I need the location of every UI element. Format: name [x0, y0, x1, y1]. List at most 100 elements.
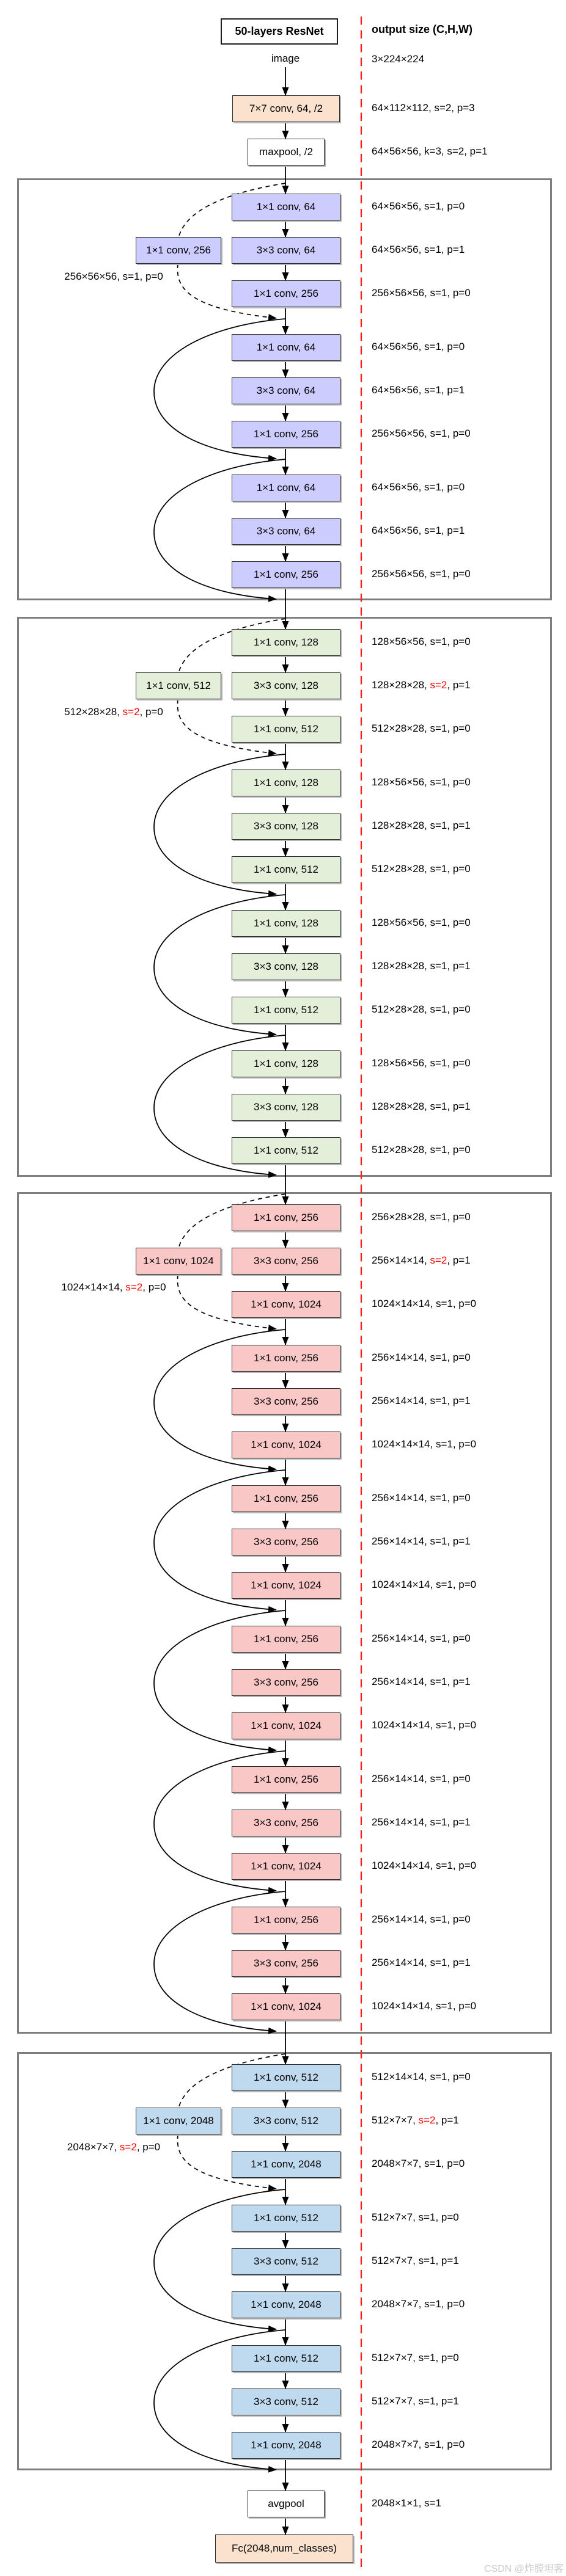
shortcut-identity	[153, 1329, 286, 1472]
shortcut-annotation: 1024×14×14, s=2, p=0	[61, 1281, 166, 1293]
csdn-watermark: CSDN @炸膛坦客	[483, 2564, 564, 2574]
output-size-label: 512×14×14, s=1, p=0	[372, 2071, 471, 2083]
avgpool-box: avgpool	[248, 2490, 325, 2517]
conv-box: 1×1 conv, 256	[232, 1766, 340, 1793]
shortcut-identity	[153, 894, 286, 1038]
output-size-label: 2048×7×7, s=1, p=0	[372, 2158, 465, 2169]
output-size-label: 2048×1×1, s=1	[372, 2497, 441, 2509]
output-size-label: 128×56×56, s=1, p=0	[372, 917, 471, 928]
shortcut-dashed	[177, 1274, 277, 1332]
output-size-label: 1024×14×14, s=1, p=0	[372, 2000, 477, 2012]
shortcut-identity	[153, 1610, 286, 1753]
conv-box: 1×1 conv, 1024	[232, 1291, 340, 1318]
output-size-label: 2048×7×7, s=1, p=0	[372, 2439, 465, 2450]
output-size-label: 1024×14×14, s=1, p=0	[372, 1298, 477, 1309]
conv-box: 1×1 conv, 512	[232, 856, 340, 883]
output-size-label: 256×56×56, s=1, p=0	[372, 287, 471, 299]
output-size-label: 1024×14×14, s=1, p=0	[372, 1438, 477, 1450]
conv-box: 1×1 conv, 256	[232, 280, 340, 307]
output-size-label: 512×7×7, s=1, p=1	[372, 2255, 459, 2266]
conv-box: 1×1 conv, 1024	[232, 1572, 340, 1599]
shortcut-identity	[153, 1891, 286, 2034]
shortcut-dashed	[177, 263, 277, 321]
output-size-label: 128×56×56, s=1, p=0	[372, 636, 471, 647]
output-size-label: 512×28×28, s=1, p=0	[372, 1003, 471, 1015]
conv-box: 1×1 conv, 512	[232, 716, 340, 743]
conv-box: 1×1 conv, 256	[232, 1626, 340, 1653]
output-size-label: 512×7×7, s=1, p=0	[372, 2211, 459, 2223]
output-size-label: 128×56×56, s=1, p=0	[372, 776, 471, 788]
stem-conv-label: 7×7 conv, 64, /2	[249, 103, 323, 114]
fc-label: Fc(2048,num_classes)	[232, 2542, 337, 2554]
output-size-label: 1024×14×14, s=1, p=0	[372, 1860, 477, 1871]
conv-box: 3×3 conv, 128	[232, 813, 340, 840]
conv-box: 3×3 conv, 512	[232, 2248, 340, 2275]
output-size-label: 256×14×14, s=1, p=1	[372, 1957, 471, 1968]
conv-box: 1×1 conv, 256	[232, 421, 340, 448]
conv-box: 3×3 conv, 128	[232, 1094, 340, 1121]
avgpool-label: avgpool	[268, 2498, 304, 2509]
diagram-title-box: 50-layers ResNet	[221, 18, 338, 45]
conv-box: 1×1 conv, 256	[232, 1485, 340, 1512]
conv-box: 1×1 conv, 64	[232, 334, 340, 361]
output-size-label: 2048×7×7, s=1, p=0	[372, 2298, 465, 2310]
shortcut-identity	[153, 318, 286, 462]
output-size-label: 3×224×224	[372, 53, 425, 65]
shortcut-annotation: 2048×7×7, s=2, p=0	[67, 2141, 161, 2153]
output-size-label: 64×56×56, s=1, p=1	[372, 244, 465, 255]
output-size-label: 512×7×7, s=2, p=1	[372, 2114, 459, 2126]
output-size-label: 256×14×14, s=1, p=0	[372, 1352, 471, 1363]
shortcut-dashed	[177, 699, 277, 757]
conv-box: 3×3 conv, 64	[232, 518, 340, 545]
shortcut-dashed	[178, 618, 286, 672]
shortcut-identity	[153, 1035, 286, 1178]
stride-2-highlight: s=2	[430, 679, 447, 691]
conv-box: 3×3 conv, 256	[232, 1529, 340, 1555]
side-conv-box: 1×1 conv, 1024	[136, 1248, 221, 1275]
conv-box: 1×1 conv, 256	[232, 1345, 340, 1372]
conv-box: 1×1 conv, 512	[232, 2064, 340, 2091]
shortcut-identity	[153, 2189, 286, 2332]
output-size-label: 64×56×56, s=1, p=1	[372, 384, 465, 396]
conv-box: 1×1 conv, 256	[232, 1907, 340, 1934]
output-size-label: 512×7×7, s=1, p=1	[372, 2395, 459, 2407]
shortcut-annotation: 256×56×56, s=1, p=0	[64, 271, 163, 282]
shortcut-identity	[153, 2329, 286, 2473]
input-image-label: image	[271, 53, 300, 64]
conv-box: 1×1 conv, 128	[232, 629, 340, 656]
stage-container	[17, 178, 552, 600]
shortcut-dashed	[178, 183, 286, 236]
conv-box: 1×1 conv, 1024	[232, 1853, 340, 1880]
output-size-label: 512×7×7, s=1, p=0	[372, 2352, 459, 2363]
output-size-label: 64×56×56, s=1, p=0	[372, 200, 465, 212]
conv-box: 1×1 conv, 2048	[232, 2151, 340, 2178]
output-size-label: 256×14×14, s=1, p=1	[372, 1676, 471, 1687]
side-conv-box: 1×1 conv, 2048	[136, 2108, 221, 2134]
stride-2-highlight: s=2	[119, 2141, 137, 2153]
conv-box: 1×1 conv, 128	[232, 770, 340, 796]
conv-box: 3×3 conv, 512	[232, 2389, 340, 2415]
output-size-column-header: output size (C,H,W)	[372, 23, 472, 35]
conv-box: 3×3 conv, 128	[232, 672, 340, 699]
shortcut-annotation: 512×28×28, s=2, p=0	[64, 706, 163, 718]
conv-box: 1×1 conv, 256	[232, 561, 340, 588]
side-conv-box: 1×1 conv, 256	[136, 237, 221, 264]
shortcut-identity	[153, 1750, 286, 1894]
conv-box: 3×3 conv, 64	[232, 237, 340, 264]
output-size-label: 512×28×28, s=1, p=0	[372, 863, 471, 875]
conv-box: 1×1 conv, 512	[232, 2345, 340, 2372]
output-size-label: 256×56×56, s=1, p=0	[372, 568, 471, 580]
conv-box: 1×1 conv, 512	[232, 997, 340, 1024]
output-size-label: 512×28×28, s=1, p=0	[372, 722, 471, 734]
shortcut-identity	[153, 459, 286, 602]
conv-box: 1×1 conv, 512	[232, 1137, 340, 1164]
output-size-label: 256×14×14, s=1, p=1	[372, 1816, 471, 1828]
output-size-label: 256×14×14, s=1, p=1	[372, 1395, 471, 1406]
conv-box: 1×1 conv, 128	[232, 910, 340, 937]
output-size-label: 512×28×28, s=1, p=0	[372, 1144, 471, 1155]
output-size-label: 128×28×28, s=1, p=1	[372, 1101, 471, 1112]
conv-box: 3×3 conv, 256	[232, 1810, 340, 1836]
output-size-label: 1024×14×14, s=1, p=0	[372, 1579, 477, 1590]
stride-2-highlight: s=2	[430, 1254, 447, 1266]
